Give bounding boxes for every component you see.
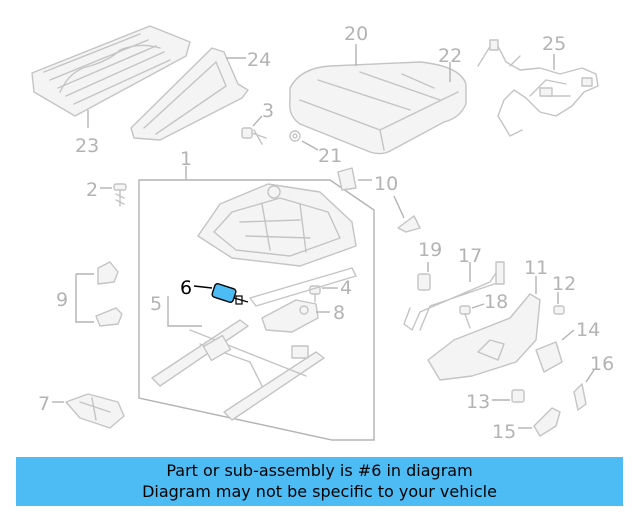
- part-15-cover[interactable]: [533, 407, 561, 437]
- footer-line-2: Diagram may not be specific to your vehi…: [142, 482, 497, 501]
- callout-7[interactable]: 7: [38, 393, 50, 415]
- callout-12[interactable]: 12: [552, 273, 576, 295]
- footer-banner: Part or sub-assembly is #6 in diagram Di…: [16, 457, 623, 506]
- callout-1[interactable]: 1: [180, 148, 192, 170]
- callout-16[interactable]: 16: [590, 353, 614, 375]
- callout-3[interactable]: 3: [262, 100, 274, 122]
- parts-diagram: 23 24 3 20 22 21 25 2: [31, 23, 614, 443]
- callout-13[interactable]: 13: [466, 391, 490, 413]
- footer-line-1: Part or sub-assembly is #6 in diagram: [166, 461, 473, 480]
- callout-22[interactable]: 22: [438, 45, 462, 67]
- part-9-clips[interactable]: [95, 261, 123, 327]
- callout-5[interactable]: 5: [150, 293, 162, 315]
- part-10-bracket[interactable]: [337, 167, 421, 233]
- callout-24[interactable]: 24: [247, 49, 271, 71]
- part-20-seat-cushion[interactable]: [289, 61, 467, 155]
- leader-9: [75, 273, 94, 323]
- callout-25[interactable]: 25: [542, 33, 566, 55]
- assembly-1-boundary: [138, 179, 375, 441]
- callout-20[interactable]: 20: [344, 23, 368, 45]
- callout-21[interactable]: 21: [318, 145, 342, 167]
- part-3-bolt[interactable]: [241, 127, 267, 145]
- callout-2[interactable]: 2: [86, 179, 98, 201]
- callout-15[interactable]: 15: [492, 421, 516, 443]
- callout-6[interactable]: 6: [180, 277, 192, 299]
- leader-5: [167, 296, 202, 327]
- leader-10b: [393, 195, 405, 219]
- part-19-clip[interactable]: [417, 273, 431, 291]
- callout-18[interactable]: 18: [484, 291, 508, 313]
- callout-9[interactable]: 9: [56, 289, 68, 311]
- callout-19[interactable]: 19: [418, 239, 442, 261]
- part-18-screw[interactable]: [459, 305, 471, 329]
- leader-6: [193, 285, 213, 289]
- leader-3: [252, 115, 263, 127]
- part-rail-upper[interactable]: [249, 267, 357, 307]
- part-23-heater-mat[interactable]: [31, 25, 191, 117]
- callout-8[interactable]: 8: [333, 302, 345, 324]
- part-2-bolt[interactable]: [113, 183, 127, 207]
- part-14-switch[interactable]: [535, 341, 563, 373]
- part-6-highlighted[interactable]: [211, 283, 249, 305]
- part-13-clip[interactable]: [511, 389, 525, 403]
- part-5-seat-tracks[interactable]: [151, 319, 325, 421]
- part-12-screw[interactable]: [553, 305, 565, 315]
- part-11-side-shield[interactable]: [427, 293, 541, 381]
- callout-17[interactable]: 17: [458, 245, 482, 267]
- part-24-side-pad[interactable]: [130, 47, 249, 141]
- leader-18: [471, 303, 485, 309]
- part-16-knob[interactable]: [573, 383, 587, 411]
- leader-21: [301, 140, 319, 151]
- leader-16: [585, 369, 595, 383]
- part-seat-frame[interactable]: [197, 183, 357, 267]
- part-25-wire-harness[interactable]: [477, 39, 599, 137]
- leader-14: [561, 329, 575, 341]
- callout-11[interactable]: 11: [524, 257, 548, 279]
- part-7-track-piece[interactable]: [65, 393, 125, 429]
- callout-14[interactable]: 14: [576, 319, 600, 341]
- callout-23[interactable]: 23: [75, 135, 99, 157]
- part-17-rod[interactable]: [403, 261, 505, 331]
- callout-10[interactable]: 10: [374, 173, 398, 195]
- part-21-clip[interactable]: [289, 130, 301, 142]
- callout-4[interactable]: 4: [340, 277, 352, 299]
- part-8-motor[interactable]: [261, 299, 319, 333]
